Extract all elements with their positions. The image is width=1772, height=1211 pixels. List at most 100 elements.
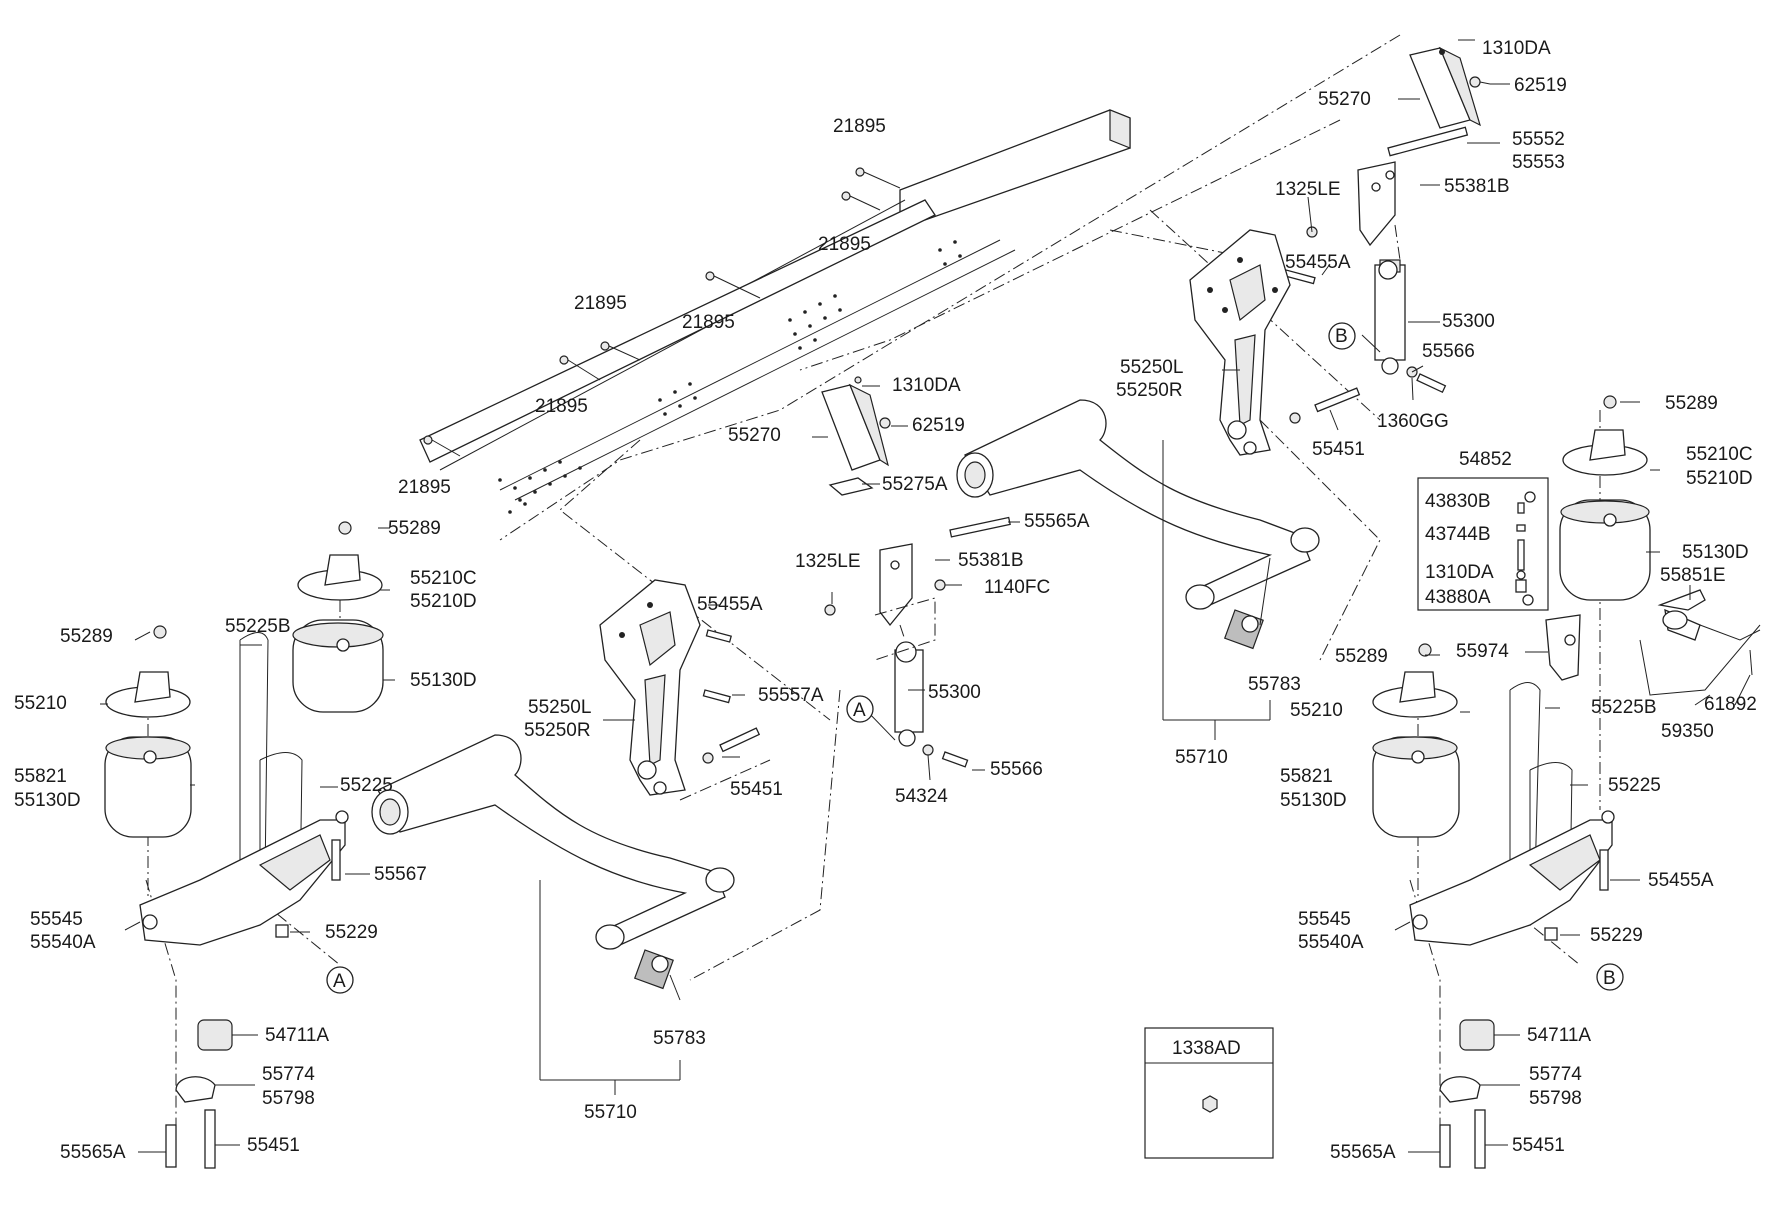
label-59350: 59350 <box>1661 721 1714 742</box>
label-55851e: 55851E <box>1660 565 1726 586</box>
label-55566-top: 55566 <box>1422 341 1475 362</box>
label-55289-l: 55289 <box>388 518 441 539</box>
label-55783-mid: 55783 <box>653 1028 706 1049</box>
label-55566-mid: 55566 <box>990 759 1043 780</box>
label-55451-mid: 55451 <box>730 779 783 800</box>
label-55210d-r: 55210D <box>1686 468 1753 489</box>
reference-markers <box>326 322 1624 994</box>
label-1338ad: 1338AD <box>1172 1038 1241 1059</box>
parts-kit-box-54852 <box>1417 477 1549 611</box>
label-55289-rr: 55289 <box>1335 646 1388 667</box>
trailing-arm-top <box>956 399 1320 650</box>
label-55565a-mid: 55565A <box>1024 511 1090 532</box>
label-55250l-mid: 55250L <box>528 697 591 718</box>
label-55451-l: 55451 <box>247 1135 300 1156</box>
label-1140fc: 1140FC <box>984 577 1050 598</box>
label-55783-top: 55783 <box>1248 674 1301 695</box>
label-55210-l: 55210 <box>14 693 67 714</box>
label-1325le-mid: 1325LE <box>795 551 861 572</box>
label-marker-b-low: B <box>1603 968 1616 989</box>
label-55289-r: 55289 <box>1665 393 1718 414</box>
air-spring-left-lower <box>104 625 192 838</box>
label-55545-l: 55545 <box>30 909 83 930</box>
label-55565a-r: 55565A <box>1330 1142 1396 1163</box>
part-number-labels: 1310DA 62519 55270 55552 55553 1325LE 55… <box>14 38 1757 1163</box>
label-55250l-top: 55250L <box>1120 357 1183 378</box>
label-21895-e: 21895 <box>535 396 588 417</box>
frame-bolts <box>423 167 901 457</box>
label-21895-d: 21895 <box>682 312 735 333</box>
shock-absorber-mid <box>824 516 1011 768</box>
label-55710-top: 55710 <box>1175 747 1228 768</box>
label-55270-top: 55270 <box>1318 89 1371 110</box>
label-1310da-kit: 1310DA <box>1425 562 1494 583</box>
label-55210d-l: 55210D <box>410 591 477 612</box>
label-55210c-l: 55210C <box>410 568 477 589</box>
label-55455a-mid: 55455A <box>697 594 763 615</box>
label-55451-top: 55451 <box>1312 439 1365 460</box>
axle-seat-right <box>1409 810 1615 946</box>
height-sensor-link <box>1545 589 1761 696</box>
label-55250r-mid: 55250R <box>524 720 591 741</box>
label-55455a-r: 55455A <box>1648 870 1714 891</box>
label-55557a: 55557A <box>758 685 824 706</box>
label-55225b-l: 55225B <box>225 616 291 637</box>
label-55250r-top: 55250R <box>1116 380 1183 401</box>
label-21895-f: 21895 <box>398 477 451 498</box>
axle-seat-left <box>139 810 349 946</box>
label-55381b-top: 55381B <box>1444 176 1510 197</box>
label-54711a-l: 54711A <box>265 1025 329 1046</box>
label-55552: 55552 <box>1512 129 1565 150</box>
label-55270-mid: 55270 <box>728 425 781 446</box>
label-55821-r: 55821 <box>1280 766 1333 787</box>
label-55798-l: 55798 <box>262 1088 315 1109</box>
label-marker-a-low: A <box>333 971 346 992</box>
label-55225b-r: 55225B <box>1591 697 1657 718</box>
label-55798-r: 55798 <box>1529 1088 1582 1109</box>
frame-bolt-holes <box>498 240 962 514</box>
air-spring-left-upper <box>292 521 384 713</box>
shock-absorber-top <box>1283 126 1469 424</box>
label-21895-c: 21895 <box>574 293 627 314</box>
callout-box-1338ad <box>1144 1027 1274 1159</box>
label-55553: 55553 <box>1512 152 1565 173</box>
label-1310da-mid: 1310DA <box>892 375 961 396</box>
label-55275a: 55275A <box>882 474 948 495</box>
label-21895-a: 21895 <box>833 116 886 137</box>
label-marker-a-mid: A <box>853 700 866 721</box>
label-55540a-l: 55540A <box>30 932 96 953</box>
label-55229-r: 55229 <box>1590 925 1643 946</box>
air-spring-right-lower <box>1372 643 1460 838</box>
label-55130d-l2: 55130D <box>14 790 81 811</box>
label-43830b: 43830B <box>1425 491 1491 512</box>
label-55210-r: 55210 <box>1290 700 1343 721</box>
label-62519-top: 62519 <box>1514 75 1567 96</box>
label-marker-b-top: B <box>1335 326 1348 347</box>
bracket-55270-mid <box>821 376 891 496</box>
label-55289-ll: 55289 <box>60 626 113 647</box>
label-55710-mid: 55710 <box>584 1102 637 1123</box>
bracket-55270-top <box>1409 46 1491 129</box>
label-55821-l: 55821 <box>14 766 67 787</box>
frame-rail-side <box>419 199 1016 501</box>
label-55567: 55567 <box>374 864 427 885</box>
label-1360gg: 1360GG <box>1377 411 1449 432</box>
label-55225-l: 55225 <box>340 775 393 796</box>
label-55455a-top: 55455A <box>1285 252 1351 273</box>
trailing-arm-mid <box>371 734 735 990</box>
label-1310da-top: 1310DA <box>1482 38 1551 59</box>
label-61892: 61892 <box>1704 694 1757 715</box>
label-54324: 54324 <box>895 786 948 807</box>
label-43880a: 43880A <box>1425 587 1491 608</box>
label-55774-l: 55774 <box>262 1064 315 1085</box>
label-54711a-r: 54711A <box>1527 1025 1591 1046</box>
label-55130d-l: 55130D <box>410 670 477 691</box>
label-55300-mid: 55300 <box>928 682 981 703</box>
label-55451-r: 55451 <box>1512 1135 1565 1156</box>
label-55540a-r: 55540A <box>1298 932 1364 953</box>
hanger-bracket-mid <box>599 579 761 796</box>
air-spring-right-upper <box>1559 395 1651 601</box>
label-21895-b: 21895 <box>818 234 871 255</box>
label-55130d-r2: 55130D <box>1280 790 1347 811</box>
